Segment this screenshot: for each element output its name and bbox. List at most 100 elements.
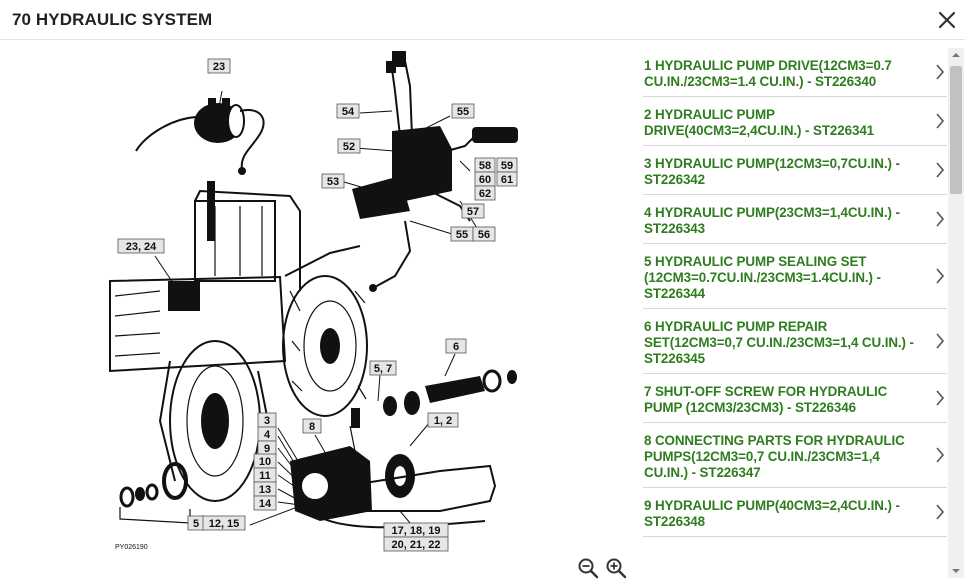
callout-text: 62 (479, 188, 491, 200)
callout-label[interactable]: 53 (321, 173, 345, 189)
callout-text: 5, 7 (374, 363, 392, 375)
tractor-drawing (109, 181, 368, 502)
callout-label[interactable]: 23, 24 (117, 238, 165, 254)
callout-label[interactable]: 55 (450, 226, 474, 242)
callout-text: 23 (213, 61, 225, 73)
chevron-right-icon (935, 113, 945, 129)
parts-list-item[interactable]: 4 HYDRAULIC PUMP(23CM3=1,4CU.IN.) - ST22… (643, 195, 947, 244)
zoom-in-button[interactable] (605, 557, 627, 579)
callout-text: 17, 18, 19 (392, 525, 441, 537)
callout-text: 57 (467, 206, 479, 218)
callout-label[interactable]: 58 (474, 157, 496, 173)
seals-drawing (119, 462, 191, 524)
callout-label[interactable]: 54 (336, 103, 360, 119)
callout-text: 55 (457, 106, 469, 118)
parts-list-item[interactable]: 3 HYDRAULIC PUMP(12CM3=0,7CU.IN.) - ST22… (643, 146, 947, 195)
parts-list-item[interactable]: 2 HYDRAULIC PUMP DRIVE(40CM3=2,4CU.IN.) … (643, 97, 947, 146)
callout-label[interactable]: 5 (187, 515, 205, 531)
repair-kit-drawing (383, 369, 517, 416)
parts-list-item-label: 6 HYDRAULIC PUMP REPAIR SET(12CM3=0,7 CU… (644, 319, 914, 366)
callout-text: 60 (479, 174, 491, 186)
parts-list-item[interactable]: 6 HYDRAULIC PUMP REPAIR SET(12CM3=0,7 CU… (643, 309, 947, 374)
parts-list-item-label: 4 HYDRAULIC PUMP(23CM3=1,4CU.IN.) - ST22… (644, 205, 900, 236)
callout-label[interactable]: 23 (207, 58, 231, 74)
zoom-in-icon (606, 558, 627, 579)
callout-text: 55 (456, 229, 468, 241)
callout-text: 54 (342, 106, 355, 118)
callout-label[interactable]: 61 (496, 171, 518, 187)
callout-label[interactable]: 55 (451, 103, 475, 119)
callout-text: 10 (259, 456, 271, 468)
parts-list-item-label: 9 HYDRAULIC PUMP(40CM3=2,4CU.IN.) - ST22… (644, 498, 900, 529)
parts-list-item[interactable]: 8 CONNECTING PARTS FOR HYDRAULIC PUMPS(1… (643, 423, 947, 488)
parts-list-item-label: 8 CONNECTING PARTS FOR HYDRAULIC PUMPS(1… (644, 433, 905, 480)
parts-list-item-label: 1 HYDRAULIC PUMP DRIVE(12CM3=0.7 CU.IN./… (644, 58, 892, 89)
callout-text: 56 (478, 229, 490, 241)
page-title: 70 HYDRAULIC SYSTEM (12, 10, 213, 29)
callout-label[interactable]: 9 (257, 440, 277, 456)
parts-list-item-label: 7 SHUT-OFF SCREW FOR HYDRAULIC PUMP (12C… (644, 384, 888, 415)
callout-label[interactable]: 60 (474, 171, 496, 187)
parts-list-scrollbar[interactable] (948, 48, 964, 578)
parts-list-item[interactable]: 1 HYDRAULIC PUMP DRIVE(12CM3=0.7 CU.IN./… (643, 48, 947, 97)
chevron-right-icon (935, 268, 945, 284)
parts-list-item-label: 3 HYDRAULIC PUMP(12CM3=0,7CU.IN.) - ST22… (644, 156, 900, 187)
callout-label[interactable]: 52 (337, 138, 361, 154)
callout-label[interactable]: 17, 18, 19 (383, 522, 449, 538)
callout-label[interactable]: 14 (253, 495, 277, 511)
callout-text: 53 (327, 176, 339, 188)
callout-text: 8 (309, 421, 315, 433)
callout-text: 58 (479, 160, 491, 172)
pump-assembly-drawing (290, 408, 497, 529)
callout-text: 3 (264, 415, 270, 427)
callout-text: 52 (343, 141, 355, 153)
callout-text: 20, 21, 22 (392, 539, 441, 551)
parts-list-item-label: 2 HYDRAULIC PUMP DRIVE(40CM3=2,4CU.IN.) … (644, 107, 875, 138)
chevron-right-icon (935, 504, 945, 520)
callout-text: 61 (501, 174, 513, 186)
callout-text: 23, 24 (126, 241, 157, 253)
callout-label[interactable]: 20, 21, 22 (383, 536, 449, 552)
parts-list: 1 HYDRAULIC PUMP DRIVE(12CM3=0.7 CU.IN./… (643, 48, 947, 585)
close-icon (938, 11, 956, 29)
chevron-right-icon (935, 211, 945, 227)
control-valve-drawing (352, 51, 518, 292)
callout-label[interactable]: 4 (257, 426, 277, 442)
callout-text: 1, 2 (434, 415, 452, 427)
callout-label[interactable]: 3 (257, 412, 277, 428)
callout-text: 12, 15 (209, 518, 240, 530)
scroll-up-arrow[interactable] (948, 48, 964, 62)
callout-text: 14 (259, 498, 272, 510)
chevron-right-icon (935, 64, 945, 80)
callout-label[interactable]: 11 (253, 467, 277, 483)
zoom-out-button[interactable] (577, 557, 599, 579)
callout-label[interactable]: 59 (496, 157, 518, 173)
callout-label[interactable]: 5, 7 (369, 360, 397, 376)
chevron-right-icon (935, 162, 945, 178)
callout-label[interactable]: 57 (461, 203, 485, 219)
callout-label[interactable]: 8 (302, 418, 322, 434)
callout-label[interactable]: 10 (253, 453, 277, 469)
figure-code: PY026190 (115, 544, 148, 551)
parts-list-item[interactable]: 9 HYDRAULIC PUMP(40CM3=2,4CU.IN.) - ST22… (643, 488, 947, 537)
callout-label[interactable]: 6 (445, 338, 467, 354)
callout-label[interactable]: 1, 2 (427, 412, 459, 428)
callout-label[interactable]: 13 (253, 481, 277, 497)
scroll-thumb[interactable] (950, 66, 962, 194)
zoom-out-icon (578, 558, 599, 579)
callout-text: 6 (453, 341, 459, 353)
parts-list-item[interactable]: 7 SHUT-OFF SCREW FOR HYDRAULIC PUMP (12C… (643, 374, 947, 423)
callout-label[interactable]: 12, 15 (202, 515, 246, 531)
parts-list-item[interactable]: 5 HYDRAULIC PUMP SEALING SET (12CM3=0.7C… (643, 244, 947, 309)
close-button[interactable] (935, 8, 959, 32)
scroll-down-arrow[interactable] (948, 564, 964, 578)
callout-text: 4 (264, 429, 271, 441)
callout-label[interactable]: 56 (472, 226, 496, 242)
callout-text: 11 (259, 470, 271, 482)
callout-text: 9 (264, 443, 270, 455)
modal-header: 70 HYDRAULIC SYSTEM (0, 0, 965, 40)
callout-label[interactable]: 62 (474, 185, 496, 201)
chevron-right-icon (935, 333, 945, 349)
